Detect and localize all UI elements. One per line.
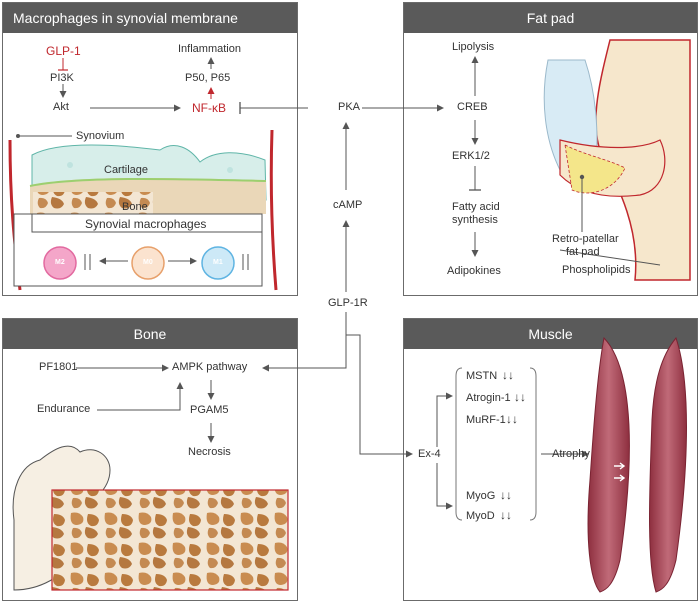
cartilage-label: Cartilage	[104, 164, 149, 176]
macrophages-panel-title: Macrophages in synovial membrane	[3, 3, 297, 33]
adipokines-label: Adipokines	[447, 265, 501, 277]
phospholipids-label: Phospholipids	[562, 264, 631, 276]
p50p65-label: P50, P65	[185, 72, 231, 84]
glp1r-label: GLP-1R	[328, 297, 368, 309]
ex4-label: Ex-4	[418, 448, 441, 460]
pf1801-label: PF1801	[39, 361, 78, 373]
mstn-down-arrows: ↓↓	[502, 368, 514, 382]
pka-label: PKA	[338, 101, 361, 113]
bone-label: Bone	[122, 201, 148, 213]
m0-macrophage-icon	[131, 246, 165, 280]
nfkb-label: NF-κB	[192, 101, 226, 115]
erk-label: ERK1/2	[452, 150, 490, 162]
lipolysis-label: Lipolysis	[452, 41, 495, 53]
synovial-macrophages-label: Synovial macrophages	[85, 217, 207, 231]
m1-macrophage-icon	[201, 246, 235, 280]
bone-panel-title: Bone	[3, 319, 297, 349]
inflammation-label: Inflammation	[178, 43, 241, 55]
m0-label: M0	[143, 259, 153, 266]
retro-patellar-label-line2: fat pad	[566, 246, 600, 258]
glp1-label: GLP-1	[46, 44, 81, 58]
mstn-label: MSTN	[466, 370, 498, 382]
myog-label: MyoG	[466, 490, 496, 502]
myog-down-arrows: ↓↓	[500, 488, 512, 502]
retro-patellar-label-line1: Retro-patellar	[552, 233, 619, 245]
m2-label: M2	[55, 259, 65, 266]
myod-down-arrows: ↓↓	[500, 508, 512, 522]
pi3k-label: PI3K	[50, 72, 74, 84]
synovium-label: Synovium	[76, 130, 125, 142]
camp-label: cAMP	[333, 199, 363, 211]
fatty-acid-label-line1: Fatty acid	[452, 201, 500, 213]
murf-down-arrows: ↓↓	[506, 412, 518, 426]
atrogin-down-arrows: ↓↓	[514, 390, 526, 404]
atrogin-label: Atrogin-1	[466, 392, 511, 404]
m2-macrophage-icon	[43, 246, 77, 280]
fatpad-panel-title: Fat pad	[404, 3, 697, 33]
fatty-acid-label-line2: synthesis	[452, 214, 498, 226]
murf-label: MuRF-1	[466, 414, 506, 426]
akt-label: Akt	[53, 101, 69, 113]
m1-label: M1	[213, 259, 223, 266]
endurance-label: Endurance	[37, 403, 91, 415]
muscle-panel-title: Muscle	[404, 319, 697, 349]
creb-label: CREB	[457, 101, 488, 113]
atrophy-label: Atrophy	[552, 448, 590, 460]
myod-label: MyoD	[466, 510, 495, 522]
pgam5-label: PGAM5	[190, 404, 229, 416]
muscle-panel: Muscle	[403, 318, 698, 601]
ampk-label: AMPK pathway	[172, 361, 248, 373]
necrosis-label: Necrosis	[188, 446, 231, 458]
